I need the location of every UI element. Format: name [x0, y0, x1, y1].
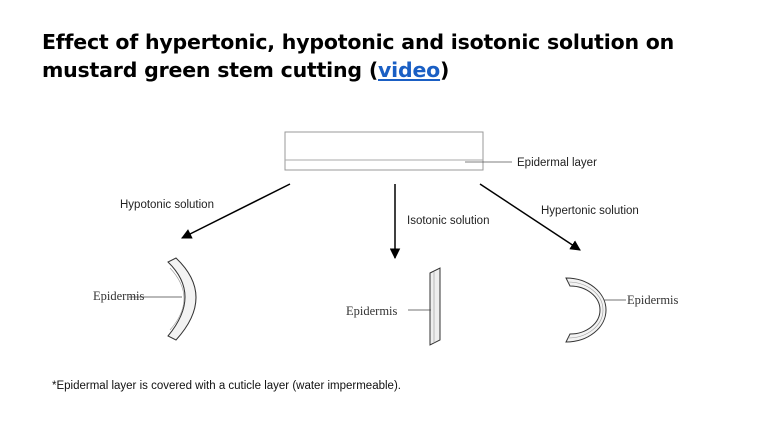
hypotonic-epidermis-label: Epidermis: [93, 289, 145, 303]
hypertonic-label: Hypertonic solution: [541, 205, 639, 217]
hypertonic-arrow: [479, 183, 581, 251]
hypotonic-arrow: [181, 183, 291, 239]
title-text-end: ): [440, 58, 450, 82]
hypotonic-label: Hypotonic solution: [120, 199, 214, 211]
epidermal-layer-label: Epidermal layer: [517, 157, 597, 169]
footnote: *Epidermal layer is covered with a cutic…: [52, 380, 401, 392]
title-text: Effect of hypertonic, hypotonic and isot…: [42, 30, 675, 82]
isotonic-epidermis-label: Epidermis: [346, 304, 398, 318]
hypertonic-epidermis-label: Epidermis: [627, 293, 679, 307]
hypotonic-cutting: [167, 257, 197, 341]
stem-cutting: [284, 131, 484, 171]
isotonic-cutting: [429, 267, 441, 346]
isotonic-label: Isotonic solution: [407, 215, 489, 227]
video-link[interactable]: video: [377, 58, 441, 82]
slide-title: Effect of hypertonic, hypotonic and isot…: [42, 28, 762, 84]
hypertonic-cutting: [565, 277, 607, 343]
